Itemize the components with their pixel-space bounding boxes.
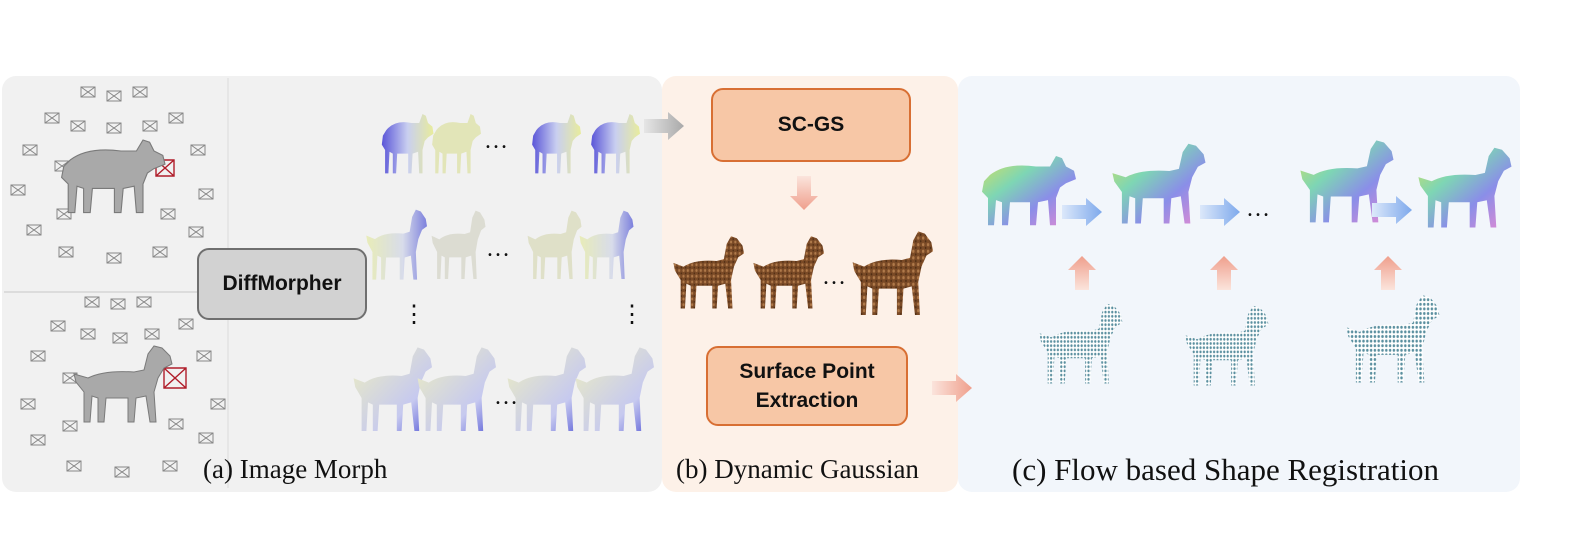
surface-point-extraction-box: Surface Point Extraction: [706, 346, 908, 426]
panel-flow-shape-registration: [958, 76, 1520, 492]
camera-ring-bottom: [20, 296, 226, 478]
caption-image-morph: (a) Image Morph: [203, 454, 388, 484]
up-arrow-2: [1210, 256, 1238, 290]
up-arrow-1: [1068, 256, 1096, 290]
arrow-scgs-down: [790, 176, 818, 210]
flow-arrow-2: [1200, 198, 1240, 226]
spe-line-2: Extraction: [755, 389, 859, 412]
up-arrow-3: [1374, 256, 1402, 290]
ellipsis-gaussian: …: [822, 264, 846, 290]
ellipsis-row-2: …: [486, 236, 510, 262]
scgs-box: SC-GS: [711, 88, 911, 162]
flow-arrow-1: [1062, 198, 1102, 226]
ellipsis-row-1: …: [484, 128, 508, 154]
point-cloud-sequence: [1039, 295, 1440, 386]
caption-flow-shape-registration: (c) Flow based Shape Registration: [1012, 452, 1440, 487]
arrow-morph-to-scgs: [644, 112, 684, 140]
spe-line-1: Surface Point: [739, 360, 875, 383]
caption-dynamic-gaussian: (b) Dynamic Gaussian: [676, 454, 919, 484]
camera-ring-top: [4, 78, 229, 488]
ellipsis-row-3: …: [494, 384, 518, 410]
morph-sequence-row-1: [381, 114, 640, 174]
highlighted-camera-bottom: [163, 367, 187, 389]
vertical-ellipsis-right: ⋮: [620, 302, 644, 328]
vertical-ellipsis-left: ⋮: [402, 302, 426, 328]
diffmorpher-box: DiffMorpher: [197, 248, 367, 320]
gaussian-splat-sequence: [673, 231, 933, 315]
arrow-extraction-to-registration: [932, 374, 972, 402]
ellipsis-registration: …: [1246, 196, 1270, 222]
